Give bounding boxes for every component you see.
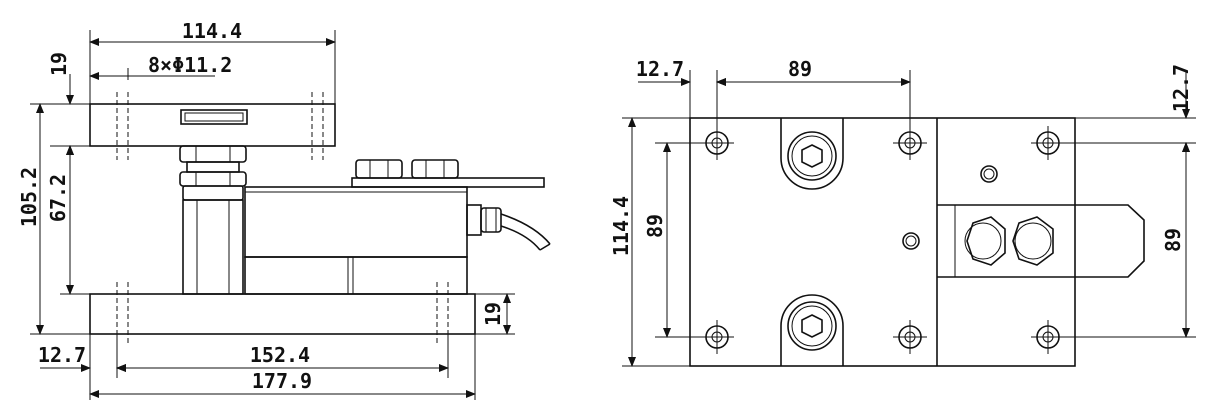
plan-dim-spacing-x: 89 — [788, 57, 812, 81]
plan-nut-1 — [964, 216, 1006, 266]
dim-hole-spec: 8×Φ11.2 — [148, 53, 232, 77]
bracket-plate — [351, 177, 545, 188]
bracket-bolt-1 — [355, 159, 403, 179]
upper-nut — [179, 145, 247, 163]
dim-mid-height: 67.2 — [46, 174, 70, 222]
cable-gland — [466, 204, 482, 236]
plan-nut-2 — [1012, 216, 1054, 266]
dim-top-width: 114.4 — [182, 19, 242, 43]
plan-pin-2 — [902, 232, 920, 250]
plan-hole-tr — [1031, 126, 1065, 160]
side-view: 114.4 8×Φ11.2 19 105.2 67.2 19 12.7 — [17, 19, 551, 400]
dim-total-height: 105.2 — [17, 167, 41, 227]
top-plate-slot — [180, 109, 248, 125]
column — [182, 199, 244, 295]
plan-top-boss — [780, 118, 844, 190]
plan-dim-edge-offset: 12.7 — [636, 57, 684, 81]
dim-hole-spacing: 152.4 — [250, 343, 310, 367]
plan-dim-edge-offset-right: 12.7 — [1169, 64, 1193, 112]
dim-top-thickness: 19 — [47, 52, 71, 76]
dim-edge-offset-bottom: 12.7 — [38, 343, 86, 367]
plan-view: 12.7 89 114.4 89 12.7 89 — [609, 57, 1196, 367]
plan-hole-bm — [893, 320, 927, 354]
dim-base-length: 177.9 — [252, 369, 312, 393]
plan-pin-1 — [980, 165, 998, 183]
plan-hole-bl — [700, 320, 734, 354]
plan-dim-total-height: 114.4 — [609, 196, 633, 256]
plan-bottom-boss — [780, 294, 844, 366]
cable — [500, 213, 551, 245]
plan-bracket — [937, 204, 1145, 278]
plan-hole-br — [1031, 320, 1065, 354]
bracket-bolt-2 — [411, 159, 459, 179]
washer-nut — [179, 171, 247, 187]
base-plate — [89, 293, 476, 335]
plan-dim-spacing-y-right: 89 — [1161, 228, 1185, 252]
plan-plate — [689, 117, 1076, 367]
plan-dim-spacing-y-left: 89 — [643, 214, 667, 238]
load-cell-body — [244, 186, 468, 258]
dim-base-thickness: 19 — [481, 302, 505, 326]
